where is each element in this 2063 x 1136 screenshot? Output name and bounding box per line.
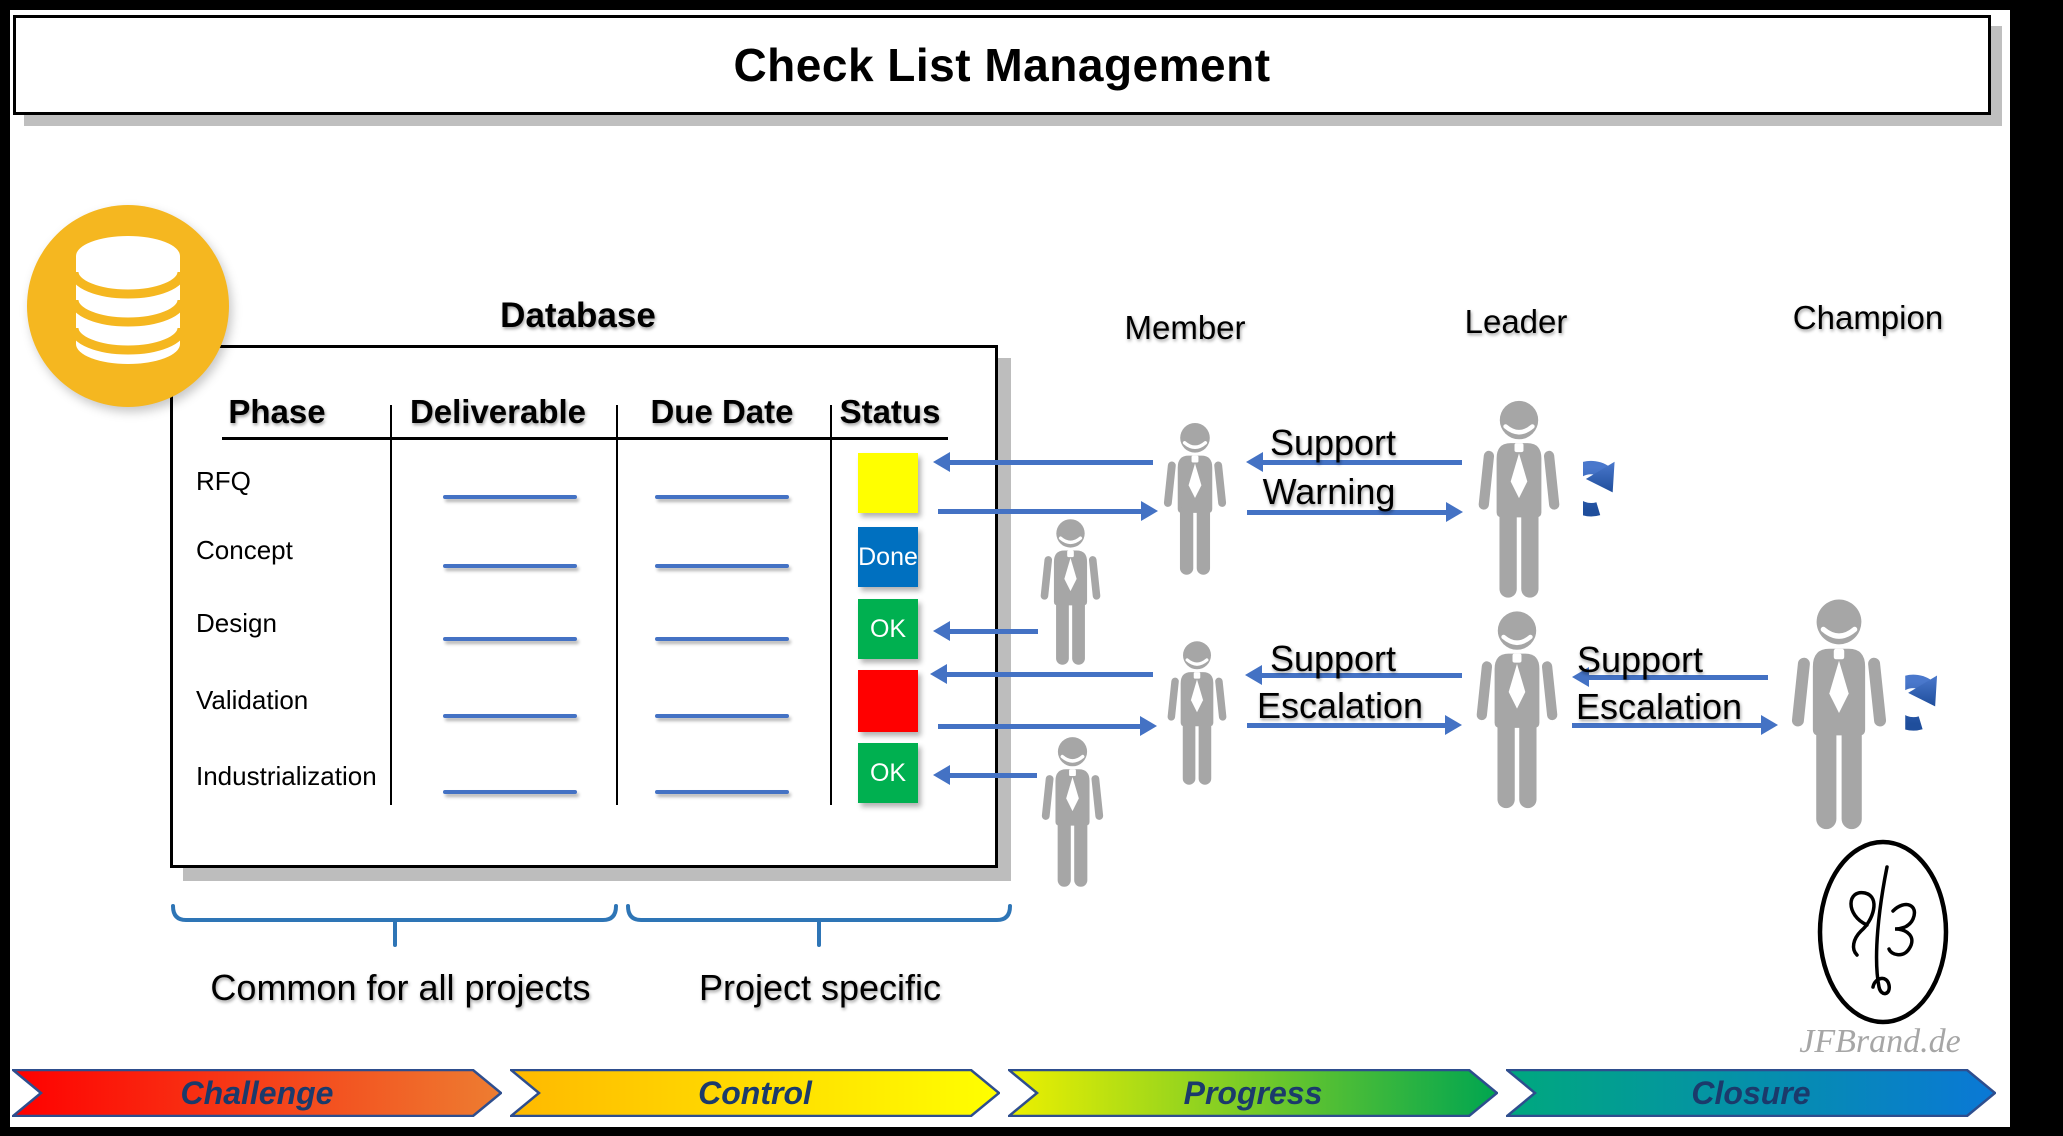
- member-label: Member: [1124, 309, 1246, 346]
- support-label-tier3: Support: [1576, 639, 1704, 680]
- column-header-phase: Phase: [228, 393, 326, 430]
- status-chip-validation: [858, 670, 918, 732]
- arrow-support-tier3: [1572, 666, 1768, 688]
- table-column-divider: [830, 405, 832, 805]
- loop-arrow-icon: [1583, 447, 1650, 533]
- member-figure: [1158, 422, 1232, 580]
- project-specific-label: Project specific: [698, 967, 942, 1008]
- leader-label: Leader: [1464, 303, 1568, 340]
- status-chip-design: OK: [858, 599, 918, 659]
- arrow-support-tier2: [1245, 664, 1462, 686]
- arrow-status-update-left: [933, 451, 1153, 473]
- cell-placeholder-line: [443, 495, 577, 499]
- member-figure-small: [1035, 518, 1106, 670]
- cell-placeholder-line: [655, 637, 789, 641]
- column-header-due-date: Due Date: [650, 393, 794, 430]
- leader-figure: [1469, 610, 1565, 815]
- chevron-progress-label: Progress: [1183, 1075, 1323, 1111]
- chevron-control-label: Control: [698, 1075, 812, 1111]
- escalation-label-tier2: Escalation: [1256, 685, 1424, 726]
- table-row-phase: Validation: [196, 685, 309, 715]
- arrow-status-update-left: [933, 620, 1038, 642]
- jfbrand-site-label: JFBrand.de: [1799, 1023, 1961, 1060]
- escalation-label-tier3: Escalation: [1575, 686, 1743, 727]
- member-figure-small: [1036, 736, 1109, 892]
- table-column-divider: [390, 405, 392, 805]
- page-title: Check List Management: [733, 39, 1271, 91]
- column-header-deliverable: Deliverable: [409, 393, 587, 430]
- warning-label-tier1: Warning: [1262, 471, 1396, 512]
- cell-placeholder-line: [655, 495, 789, 499]
- champion-label: Champion: [1792, 299, 1944, 336]
- cell-placeholder-line: [655, 790, 789, 794]
- status-chip-industrialization: OK: [858, 743, 918, 803]
- column-header-status: Status: [839, 393, 941, 430]
- database-label: Database: [500, 296, 656, 335]
- table-header-underline: [222, 437, 948, 440]
- chevron-closure-label: Closure: [1691, 1075, 1811, 1111]
- cell-placeholder-line: [655, 714, 789, 718]
- cell-placeholder-line: [443, 714, 577, 718]
- support-label-tier2: Support: [1269, 638, 1397, 679]
- chevron-challenge-label: Challenge: [180, 1075, 334, 1111]
- status-chip-rfq: [858, 453, 918, 513]
- arrow-support-tier1: [1246, 451, 1462, 473]
- leader-figure: [1471, 399, 1567, 605]
- arrow-warning-tier1: [1247, 501, 1463, 523]
- table-row-phase: Design: [196, 608, 277, 638]
- chevron-closure: [1506, 1069, 1996, 1117]
- champion-figure: [1783, 595, 1895, 840]
- jfbrand-logo: [1817, 839, 1949, 1025]
- cell-placeholder-line: [443, 564, 577, 568]
- member-figure: [1162, 640, 1232, 790]
- chevron-control: [510, 1069, 1000, 1117]
- arrow-status-update-right: [938, 715, 1157, 737]
- brace-common: [171, 904, 618, 947]
- arrow-status-update-right: [938, 500, 1158, 522]
- table-column-divider: [616, 405, 618, 805]
- arrow-escalation-tier2: [1247, 714, 1462, 736]
- table-row-phase: RFQ: [196, 466, 251, 496]
- chevron-progress: [1008, 1069, 1498, 1117]
- database-icon: [27, 205, 229, 407]
- arrow-escalation-tier3: [1572, 714, 1778, 736]
- title-box: Check List Management: [13, 15, 1991, 115]
- chevron-challenge: [12, 1069, 502, 1117]
- brace-project-specific: [626, 904, 1012, 947]
- loop-arrow-icon: [1905, 663, 1973, 745]
- common-projects-label: Common for all projects: [210, 967, 591, 1008]
- arrow-status-update-left: [930, 663, 1153, 685]
- table-row-phase: Industrialization: [196, 761, 377, 791]
- cell-placeholder-line: [443, 790, 577, 794]
- cell-placeholder-line: [443, 637, 577, 641]
- status-chip-concept: Done: [858, 527, 918, 587]
- arrow-status-update-left: [933, 764, 1037, 786]
- cell-placeholder-line: [655, 564, 789, 568]
- support-label-tier1: Support: [1269, 422, 1397, 463]
- table-row-phase: Concept: [196, 535, 293, 565]
